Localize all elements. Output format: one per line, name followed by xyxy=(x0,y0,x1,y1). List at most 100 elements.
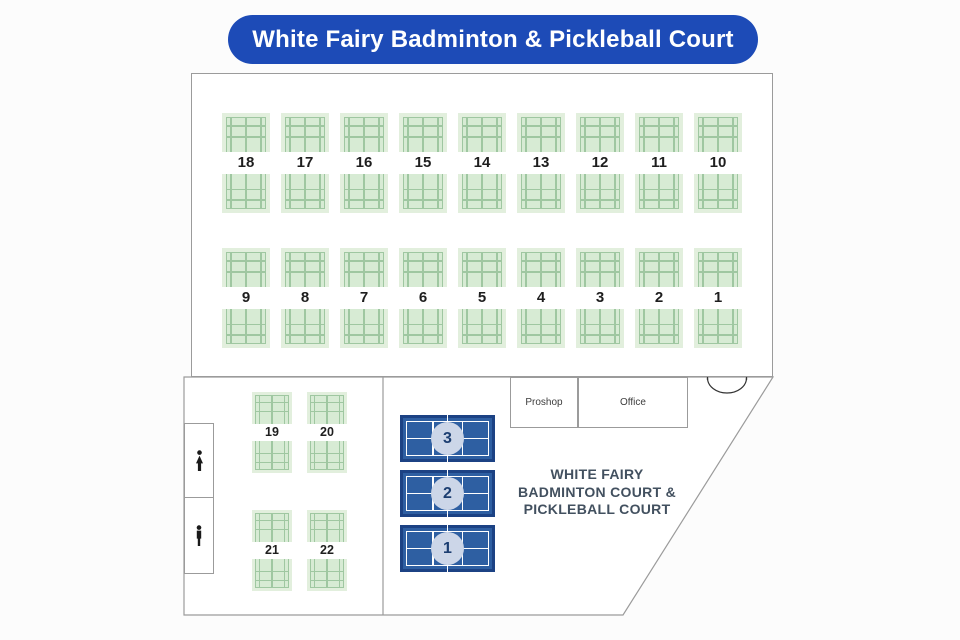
badminton-court: 17 xyxy=(281,113,329,213)
court-number-band: 17 xyxy=(281,152,329,174)
court-line xyxy=(522,323,560,325)
badminton-court: 18 xyxy=(222,113,270,213)
court-number: 21 xyxy=(265,543,279,558)
badminton-annex-bottom: 21 22 xyxy=(252,510,347,591)
proshop-label: Proshop xyxy=(525,397,563,408)
badminton-court: 8 xyxy=(281,248,329,348)
court-line xyxy=(286,199,324,201)
court-number-band: 19 xyxy=(252,423,292,442)
center-line xyxy=(461,492,488,495)
court-number: 1 xyxy=(443,539,452,557)
court-line xyxy=(227,260,265,262)
area-label-line1: WHITE FAIRY xyxy=(550,466,644,482)
badminton-row-top: 18 17 16 15 14 13 12 11 10 xyxy=(192,113,772,213)
court-number: 5 xyxy=(477,289,487,307)
court-line xyxy=(522,199,560,201)
court-number-band: 3 xyxy=(576,287,624,309)
court-line xyxy=(404,260,442,262)
court-number: 4 xyxy=(536,289,546,307)
court-line xyxy=(404,188,442,190)
badminton-court: 13 xyxy=(517,113,565,213)
court-surface: 18 xyxy=(222,117,270,209)
court-surface: 22 xyxy=(307,513,347,588)
court-number-band: 6 xyxy=(399,287,447,309)
court-line xyxy=(640,271,678,273)
badminton-court: 3 xyxy=(576,248,624,348)
man-icon xyxy=(196,524,202,546)
court-line xyxy=(581,188,619,190)
court-line xyxy=(581,125,619,127)
court-number-band: 13 xyxy=(517,152,565,174)
court-number-band: 11 xyxy=(635,152,683,174)
court-line xyxy=(522,188,560,190)
badminton-court: 10 xyxy=(694,113,742,213)
court-number: 12 xyxy=(591,154,609,172)
center-line xyxy=(407,492,433,495)
court-surface: 21 xyxy=(252,513,292,588)
court-line xyxy=(345,188,383,190)
badminton-court: 16 xyxy=(340,113,388,213)
badminton-court: 11 xyxy=(635,113,683,213)
court-number: 15 xyxy=(414,154,432,172)
court-number: 6 xyxy=(418,289,428,307)
court-line xyxy=(581,260,619,262)
court-surface: 5 xyxy=(458,252,506,344)
badminton-court: 12 xyxy=(576,113,624,213)
court-line xyxy=(699,260,737,262)
badminton-court: 19 xyxy=(252,392,292,473)
court-line xyxy=(699,136,737,138)
court-line xyxy=(311,570,343,573)
office-label: Office xyxy=(620,397,646,408)
court-line xyxy=(286,136,324,138)
court-line xyxy=(404,334,442,336)
court-line xyxy=(404,125,442,127)
court-line xyxy=(227,323,265,325)
entrance-door xyxy=(706,377,748,400)
court-number: 18 xyxy=(237,154,255,172)
court-number-band: 8 xyxy=(281,287,329,309)
court-number-band: 15 xyxy=(399,152,447,174)
court-number: 7 xyxy=(359,289,369,307)
court-surface: 4 xyxy=(517,252,565,344)
court-surface: 15 xyxy=(399,117,447,209)
pickleball-court: 1 xyxy=(400,524,495,573)
court-line xyxy=(463,199,501,201)
court-line xyxy=(286,188,324,190)
court-line xyxy=(256,461,288,464)
court-line xyxy=(522,125,560,127)
court-line xyxy=(404,199,442,201)
court-surface: 1 xyxy=(694,252,742,344)
court-number: 2 xyxy=(443,484,452,502)
court-number: 20 xyxy=(320,425,334,440)
badminton-court: 21 xyxy=(252,510,292,591)
court-line xyxy=(311,410,343,413)
court-number: 8 xyxy=(300,289,310,307)
court-line xyxy=(311,519,343,522)
court-line xyxy=(345,125,383,127)
court-line xyxy=(581,323,619,325)
court-number-band: 9 xyxy=(222,287,270,309)
badminton-court: 5 xyxy=(458,248,506,348)
court-number: 13 xyxy=(532,154,550,172)
court-number-band: 20 xyxy=(307,423,347,442)
court-line xyxy=(581,271,619,273)
court-line xyxy=(640,136,678,138)
court-line xyxy=(227,271,265,273)
court-line xyxy=(463,334,501,336)
double-door-icon xyxy=(706,377,748,394)
court-number: 17 xyxy=(296,154,314,172)
court-surface: 8 xyxy=(281,252,329,344)
court-surface: 11 xyxy=(635,117,683,209)
court-number-band: 14 xyxy=(458,152,506,174)
court-surface: 6 xyxy=(399,252,447,344)
court-line xyxy=(311,528,343,531)
area-label-line3: PICKLEBALL COURT xyxy=(523,501,671,517)
court-number-band: 7 xyxy=(340,287,388,309)
court-line xyxy=(699,199,737,201)
court-number: 1 xyxy=(713,289,723,307)
court-line xyxy=(463,323,501,325)
center-line xyxy=(461,437,488,440)
court-line xyxy=(463,125,501,127)
court-line xyxy=(463,260,501,262)
